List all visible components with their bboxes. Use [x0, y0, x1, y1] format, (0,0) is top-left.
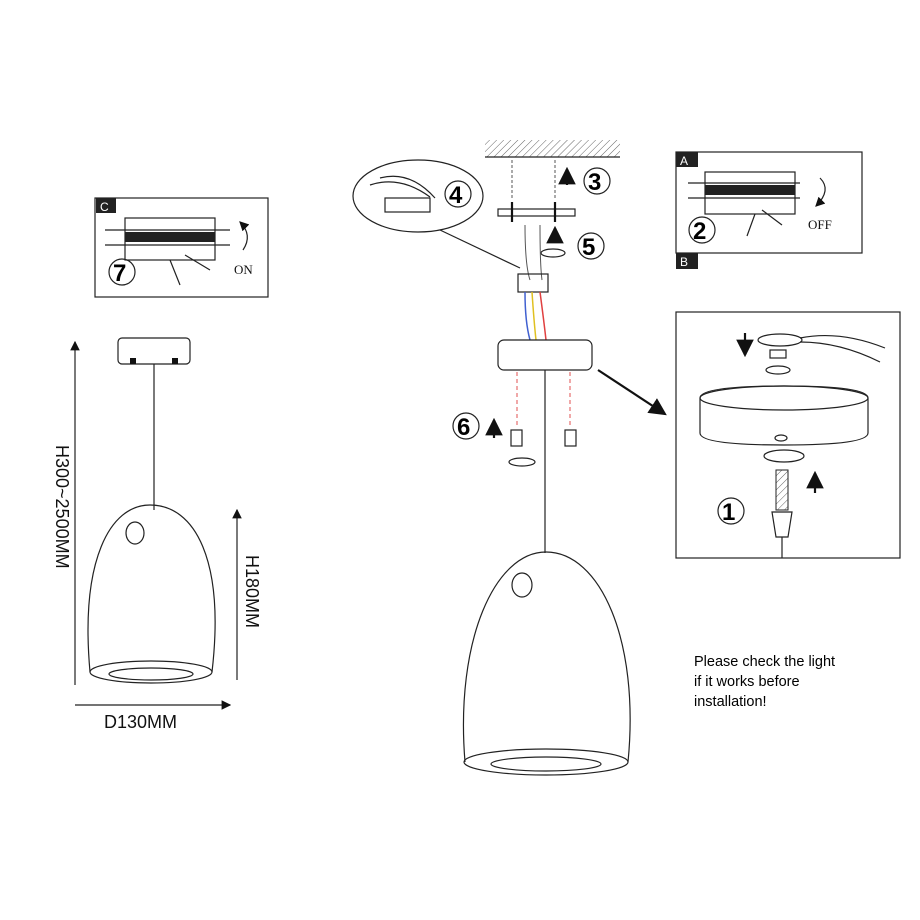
breaker-icon: [688, 171, 800, 237]
note-line: if it works before: [694, 674, 800, 690]
step-1: 1: [722, 499, 735, 526]
diameter-label: D130MM: [104, 712, 177, 732]
step-5: 5: [582, 234, 595, 261]
on-label: ON: [234, 262, 253, 277]
rotate-arrow-icon: [239, 221, 250, 251]
panel-c-tag: C: [100, 200, 109, 214]
step-6: 6: [457, 414, 470, 441]
switch-on-panel: C 7 ON: [94, 197, 269, 298]
rotate-icon: [508, 457, 536, 467]
terminal-block-icon: [517, 273, 549, 293]
rotate-icon: [540, 248, 566, 258]
rotate-arrow-icon: [815, 177, 826, 207]
detail-panel-1: 1: [675, 311, 901, 559]
switch-off-panel: A B 2 OFF: [675, 151, 863, 269]
step-7: 7: [113, 260, 126, 287]
total-height-label: H300~2500MM: [52, 445, 72, 569]
note-line: Please check the light: [694, 654, 836, 670]
shade-height-label: H180MM: [242, 555, 262, 628]
step-3: 3: [588, 169, 601, 196]
panel-b-tag: B: [680, 255, 688, 269]
step-2: 2: [693, 218, 706, 245]
breaker-icon: [105, 217, 230, 286]
off-label: OFF: [808, 217, 832, 232]
ceiling-mount-drawing: 3 5 4 6: [352, 140, 667, 776]
note-line: installation!: [694, 694, 767, 710]
check-light-note: Please check the light if it works befor…: [694, 652, 835, 712]
step-4: 4: [449, 182, 463, 209]
panel-a-tag: A: [680, 154, 688, 168]
lamp-dimension-drawing: H300~2500MM H180MM D130MM: [52, 337, 262, 732]
